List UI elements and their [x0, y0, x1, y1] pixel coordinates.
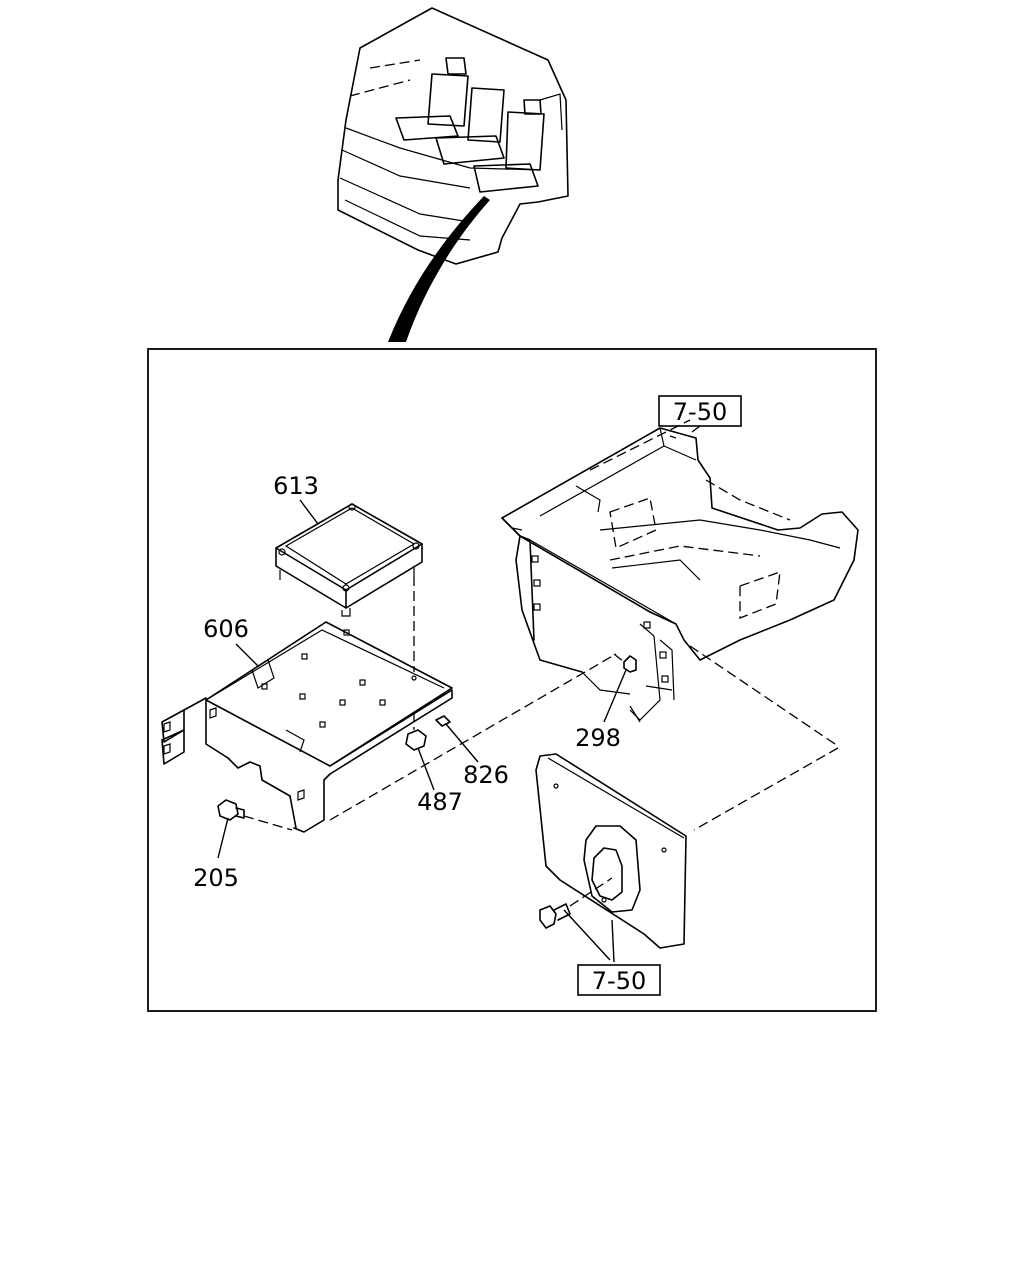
- callout-606-label: 606: [203, 615, 249, 643]
- cover-panel-bolt: [539, 877, 613, 929]
- callout-826-label: 826: [463, 761, 509, 789]
- callout-ref-top-label: 7-50: [673, 398, 727, 426]
- cover-panel: [535, 753, 687, 949]
- callout-613: 613: [273, 472, 319, 525]
- callout-606: 606: [203, 615, 259, 667]
- callout-487: 487: [417, 747, 463, 816]
- cab-seat-right: [473, 99, 545, 193]
- ecu-bracket: [161, 621, 453, 833]
- callout-ref-top: 7-50: [658, 395, 742, 433]
- callout-205: 205: [193, 817, 239, 892]
- bolt-205: [217, 799, 245, 821]
- callout-ref-bottom-label: 7-50: [592, 967, 646, 995]
- assembly-alignment-lines: [243, 645, 839, 831]
- nut-487: [405, 712, 427, 751]
- callout-ref-bottom: 7-50: [563, 909, 661, 996]
- detail-frame: [147, 348, 877, 1012]
- callout-487-label: 487: [417, 788, 463, 816]
- callout-298: 298: [575, 669, 627, 752]
- location-pointer: [388, 196, 490, 342]
- cab-seat-left: [395, 57, 469, 141]
- cab-overview-illustration: [337, 7, 569, 265]
- mounting-frame-assembly: [501, 419, 859, 723]
- callout-298-label: 298: [575, 724, 621, 752]
- nut-298: [613, 653, 637, 673]
- ecu-module: [275, 503, 423, 617]
- callout-205-label: 205: [193, 864, 239, 892]
- callout-613-label: 613: [273, 472, 319, 500]
- cab-seat-middle: [435, 87, 505, 165]
- clip-826: [435, 715, 451, 727]
